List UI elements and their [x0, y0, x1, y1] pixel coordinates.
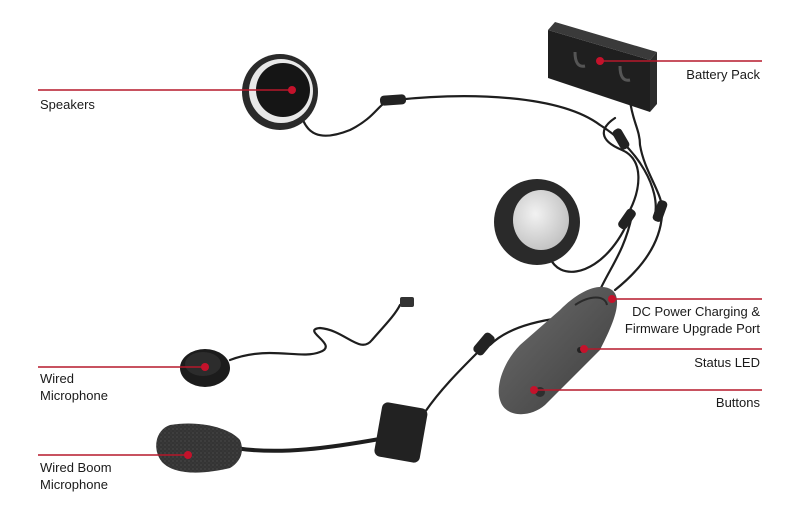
- boom-mic-foam: [156, 423, 242, 473]
- label-status-led: Status LED: [694, 355, 760, 370]
- label-wired-boom-microphone: Wired Boom Microphone: [40, 459, 112, 493]
- speaker-left: [242, 54, 318, 130]
- label-dc-power-line2: Firmware Upgrade Port: [624, 321, 760, 336]
- label-buttons: Buttons: [715, 395, 760, 410]
- cable-connectors: [379, 94, 668, 356]
- leader-dots: [184, 57, 616, 459]
- boom-mic-base: [374, 402, 428, 463]
- label-battery-pack: Battery Pack: [686, 67, 760, 82]
- label-wired-boom-microphone-line2: Microphone: [40, 477, 108, 492]
- label-dc-power: DC Power Charging & Firmware Upgrade Por…: [625, 303, 760, 337]
- battery-pack: [548, 22, 657, 112]
- label-dc-power-line1: DC Power Charging &: [632, 304, 760, 319]
- label-wired-microphone-line1: Wired: [40, 371, 74, 386]
- leader-lines: [38, 60, 762, 456]
- label-wired-microphone-line2: Microphone: [40, 388, 108, 403]
- main-unit: [498, 286, 618, 415]
- label-speakers: Speakers: [40, 97, 95, 112]
- label-wired-boom-microphone-line1: Wired Boom: [40, 460, 112, 475]
- speaker-right: [494, 179, 580, 265]
- cables: [228, 95, 664, 453]
- label-wired-microphone: Wired Microphone: [40, 370, 108, 404]
